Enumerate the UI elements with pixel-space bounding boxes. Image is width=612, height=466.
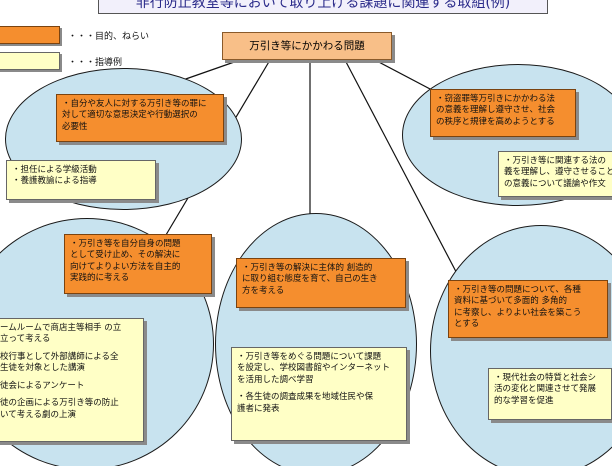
example-line: ・担任による学級活動: [12, 165, 97, 175]
example-line: ・養護教諭による指導: [12, 176, 97, 187]
example-line: 徒会によるアンケート: [0, 380, 85, 391]
goal-line: 実践的に考える: [70, 273, 130, 284]
example-line: ・各生徒の調査成果を地域住民や保: [237, 392, 374, 403]
goal-box-left-bottom: ・万引き等を自分自身の問題 として受け止め、その解決に 向けてよりよい方法を自主…: [64, 234, 212, 294]
example-line: の意義について議論や作文: [504, 178, 606, 189]
legend-goal-swatch: [0, 26, 60, 44]
goal-box-right-bottom: ・万引き等の問題について、各種 資料に基づいて多面的 多角的 に考察し、よりよい…: [448, 280, 608, 338]
example-line: 活の変化と関連させて発展: [494, 384, 597, 395]
goal-line: の秩序と規律を高めようとする: [436, 116, 555, 127]
example-line: ームルームで商店主等相手 の立: [0, 323, 122, 333]
page-title: 非行防止教室等において取り上げる課題に関連する取組(例): [98, 0, 548, 14]
goal-box-right-top: ・窃盗罪等万引きにかかわる法 の意義を理解し遵守させ、社会 の秩序と規律を高めよ…: [430, 89, 576, 137]
example-line: 護者に発表: [237, 403, 280, 414]
goal-line: の意義を理解し遵守させ、社会: [436, 105, 556, 116]
goal-line: 必要性: [62, 121, 88, 132]
example-box-left-top: ・担任による学級活動 ・養護教諭による指導: [6, 160, 156, 200]
center-topic: 万引き等にかかわる問題: [222, 32, 392, 60]
goal-line: 対して適切な意思決定や行動選択の: [62, 110, 198, 121]
example-line: 立って考える: [0, 334, 51, 345]
goal-line: ・窃盗罪等万引きにかかわる法: [436, 94, 556, 104]
bubble-right-bottom: [430, 225, 612, 466]
example-line: 的な学習を促進: [494, 395, 554, 406]
goal-line: として受け止め、その解決に: [70, 250, 181, 261]
example-line: を設定し、学校図書館やインターネット: [237, 363, 391, 374]
goal-box-left-top: ・自分や友人に対する万引き等の罪に 対して適切な意思決定や行動選択の 必要性: [56, 94, 224, 142]
goal-line: ・万引き等の問題について、各種: [454, 285, 581, 295]
example-line: ・万引き等をめぐる問題について課題: [237, 352, 382, 362]
goal-line: に取り組む態度を育て、自己の生き: [242, 274, 378, 285]
legend-goal-label: ・・・目的、ねらい: [68, 32, 150, 42]
legend-example-label: ・・・指導例: [68, 58, 123, 68]
legend-example-swatch: [0, 52, 60, 70]
example-line: 義を理解し、遵守させること: [504, 167, 612, 178]
example-box-right-top: ・万引き等に関連する法の 義を理解し、遵守させること の意義について議論や作文: [498, 151, 612, 197]
goal-line: 資料に基づいて多面的 多角的: [454, 296, 567, 307]
goal-box-center-bottom: ・万引き等の解決に主体的 創造的 に取り組む態度を育て、自己の生き 方を考える: [236, 258, 406, 308]
goal-line: ・万引き等の解決に主体的 創造的: [242, 263, 373, 273]
example-line: 校行事として外部講師による全: [0, 351, 119, 362]
goal-line: ・自分や友人に対する万引き等の罪に: [62, 99, 207, 109]
example-line: ・現代社会の特質と社会シ: [494, 373, 597, 383]
goal-line: 向けてよりよい方法を自主的: [70, 261, 181, 272]
example-line: ・万引き等に関連する法の: [504, 156, 607, 166]
goal-line: ・万引き等を自分自身の問題: [70, 239, 181, 249]
goal-line: に考察し、よりよい社会を築こう: [454, 307, 582, 318]
example-line: 徒の企画による万引き等の防止: [0, 398, 119, 409]
example-box-left-bottom: ームルームで商店主等相手 の立 立って考える 校行事として外部講師による全 生徒…: [0, 318, 144, 442]
connector-right-mid: [344, 59, 464, 286]
goal-line: とする: [454, 319, 480, 330]
example-line: を活用した調べ学習: [237, 374, 314, 385]
example-line: いて考える劇の上演: [0, 409, 76, 420]
example-box-right-bottom: ・現代社会の特質と社会シ 活の変化と関連させて発展 的な学習を促進: [488, 368, 612, 420]
example-line: 生徒を対象とした講演: [0, 363, 86, 374]
example-box-center-bottom: ・万引き等をめぐる問題について課題 を設定し、学校図書館やインターネット を活用…: [231, 347, 407, 441]
goal-line: 方を考える: [242, 285, 285, 296]
